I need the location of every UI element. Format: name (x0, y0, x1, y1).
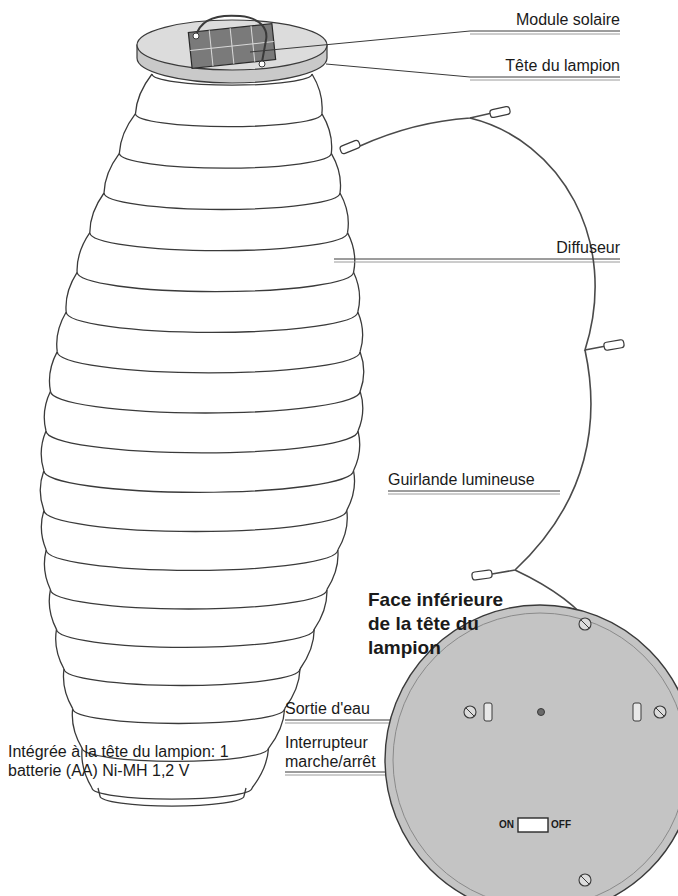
diffuser-rib (64, 669, 300, 686)
part-name: Diffuseur (556, 238, 620, 257)
diffuser-rib (104, 193, 340, 210)
part-name: Tête du lampion (505, 56, 620, 75)
part-name: Guirlande lumineuse (388, 470, 535, 489)
part-name: Sortie d'eau (285, 699, 370, 718)
diffuser-rib (44, 471, 354, 493)
diffuser-rib (77, 272, 353, 291)
switch-label: OFF (551, 819, 571, 831)
on-off-switch (518, 818, 548, 832)
diffuser-rib (119, 153, 331, 168)
diffuser-rib (90, 233, 348, 251)
solar-module (188, 24, 275, 69)
diffuser-rib (56, 629, 314, 647)
part-name: Module solaire (516, 10, 620, 29)
diffuser-rib (57, 352, 360, 373)
diffuser-rib (66, 312, 358, 332)
diffuser-rib (92, 788, 252, 799)
diffuser-outline (40, 74, 364, 788)
battery-note: Intégrée à la tête du lampion: 1 batteri… (8, 742, 240, 780)
part-name: Interrupteur marche/arrêt (285, 733, 415, 771)
diffuser-rib (44, 510, 347, 531)
diffuser-body (40, 74, 364, 806)
diffuser-rib (46, 550, 338, 570)
diffuser-rib (73, 709, 285, 724)
diffuser-rib (50, 391, 360, 413)
switch-label: ON (499, 819, 514, 831)
diffuser-rib (135, 114, 321, 127)
diffuser-rib (46, 431, 358, 453)
view-title: Face inférieure de la tête du lampion (368, 588, 510, 660)
diffuser-base (98, 788, 246, 806)
diffuser-rib (50, 590, 326, 609)
lantern-head (137, 16, 327, 83)
